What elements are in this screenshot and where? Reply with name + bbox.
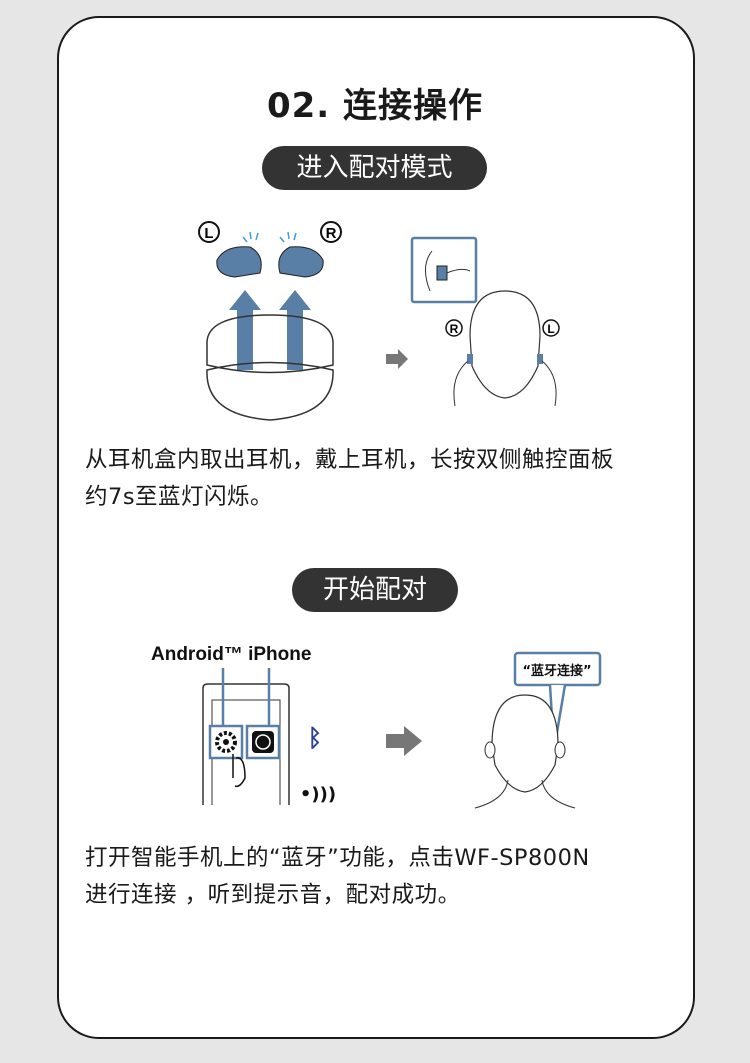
section-pill-start-pairing: 开始配对 <box>292 568 458 612</box>
wearing-earbuds-illustration: R L <box>410 236 560 407</box>
os-label: Android™ iPhone <box>151 644 312 665</box>
smartphone-settings-illustration: ᛒ •))) <box>202 668 336 805</box>
arrow-right-icon <box>386 726 422 756</box>
svg-text:R: R <box>450 322 459 336</box>
arrow-right-icon <box>386 349 408 369</box>
person-voice-prompt-illustration: “蓝牙连接” <box>474 651 602 809</box>
svg-text:L: L <box>547 322 554 336</box>
section2-description: 打开智能手机上的“蓝牙”功能，点击WF-SP800N 进行连接 ，听到提示音，配… <box>85 840 590 914</box>
section1-description: 从耳机盒内取出耳机，戴上耳机，长按双侧触控面板 约7s至蓝灯闪烁。 <box>85 442 614 516</box>
voice-prompt-text: “蓝牙连接” <box>522 663 591 679</box>
earbuds-case-illustration: L R <box>198 221 342 421</box>
desc-line: 打开智能手机上的“蓝牙”功能，点击WF-SP800N <box>85 845 590 871</box>
label-left: L <box>204 225 213 242</box>
nfc-icon: •))) <box>300 784 336 805</box>
ios-settings-icon <box>252 731 274 753</box>
desc-line: 从耳机盒内取出耳机，戴上耳机，长按双侧触控面板 <box>85 447 615 473</box>
desc-line: 约7s至蓝灯闪烁。 <box>85 484 274 510</box>
desc-line: 进行连接 ，听到提示音，配对成功。 <box>85 882 461 908</box>
page-title: 02. 连接操作 <box>266 86 484 126</box>
label-right: R <box>326 225 337 242</box>
bluetooth-icon: ᛒ <box>308 724 322 752</box>
section-pill-pairing-mode: 进入配对模式 <box>262 146 487 190</box>
